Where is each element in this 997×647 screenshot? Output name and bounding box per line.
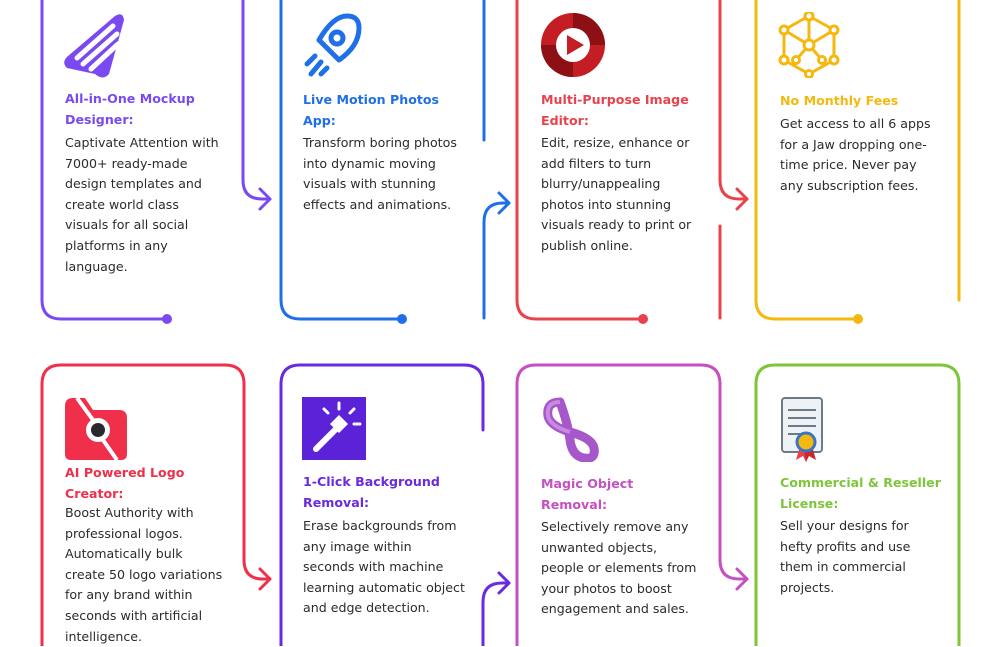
feature-description: Selectively remove any unwanted objects,…	[541, 519, 697, 617]
feature-description: Sell your designs for hefty profits and …	[780, 518, 911, 595]
connector-4	[754, 0, 961, 324]
magic-wand-icon	[302, 397, 366, 460]
feature-title: AI Powered Logo Creator:	[65, 465, 185, 501]
logo-creator-icon	[63, 396, 129, 462]
infinity-icon	[540, 396, 606, 462]
feature-title: 1-Click Background Removal:	[303, 474, 440, 510]
feature-title: Multi-Purpose Image Editor:	[541, 92, 689, 128]
certificate-icon	[778, 396, 844, 462]
feature-title: All-in-One Mockup Designer:	[65, 91, 195, 127]
connector-2	[279, 0, 511, 324]
connector-3	[515, 0, 749, 324]
rocket-icon	[301, 12, 367, 78]
feature-title: No Monthly Fees	[780, 93, 899, 108]
feature-description: Transform boring photos into dynamic mov…	[303, 135, 457, 212]
feature-title: Magic Object Removal:	[541, 476, 634, 512]
feature-title: Commercial & Reseller License:	[780, 475, 941, 511]
connector-5	[40, 363, 272, 646]
feature-description: Captivate Attention with 7000+ ready-mad…	[65, 135, 219, 274]
feature-description: Edit, resize, enhance or add filters to …	[541, 135, 692, 253]
feature-description: Get access to all 6 apps for a Jaw dropp…	[780, 116, 931, 193]
connector-8	[754, 363, 961, 646]
feature-description: Boost Authority with professional logos.…	[65, 505, 223, 644]
play-button-icon	[540, 12, 606, 78]
feature-title: Live Motion Photos App:	[303, 92, 440, 128]
mockup-designer-icon	[63, 12, 129, 78]
feature-description: Erase backgrounds from any image within …	[303, 518, 465, 616]
connector-7	[515, 363, 749, 646]
network-cube-icon	[776, 12, 842, 78]
connector-6	[279, 363, 511, 646]
connector-1	[40, 0, 272, 324]
